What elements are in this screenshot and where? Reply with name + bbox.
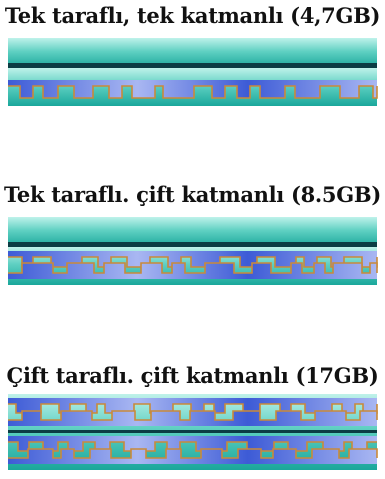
disc-cross-section [8,394,378,470]
diagram-title: Tek taraflı, tek katmanlı (4,7GB) [4,3,381,28]
reflective-layer-edge [8,262,378,274]
data-layer-fill [8,449,377,464]
disc-cross-section [8,38,378,106]
data-layer-side-b-2 [8,448,378,464]
data-layer-side-a-2 [8,410,378,426]
reflective-layer-edge [8,448,378,459]
disc-cross-section [8,217,378,285]
data-layer-fill [8,398,377,413]
diagram-single-sided-single-layer: Tek taraflı, tek katmanlı (4,7GB) [0,0,385,125]
data-layer-2 [8,262,378,279]
diagram-title: Tek taraflı. çift katmanlı (8.5GB) [4,182,381,207]
data-layer-fill [8,411,377,426]
reflective-layer-edge [8,410,378,421]
reflective-layer-edge [8,85,378,99]
diagram-title: Çift taraflı. çift katmanlı (17GB) [6,363,379,388]
diagram-single-sided-dual-layer: Tek taraflı. çift katmanlı (8.5GB) [4,182,381,285]
data-layer-fill [8,436,377,451]
data-layer [8,80,378,99]
bonding-line [8,63,377,68]
bonding-line [8,430,377,433]
bonding-line [8,242,377,247]
data-layer-side-a-1 [8,398,378,414]
reflective-layer-edge [8,403,378,414]
data-layer-fill [8,263,377,279]
data-layer-fill [8,251,377,267]
